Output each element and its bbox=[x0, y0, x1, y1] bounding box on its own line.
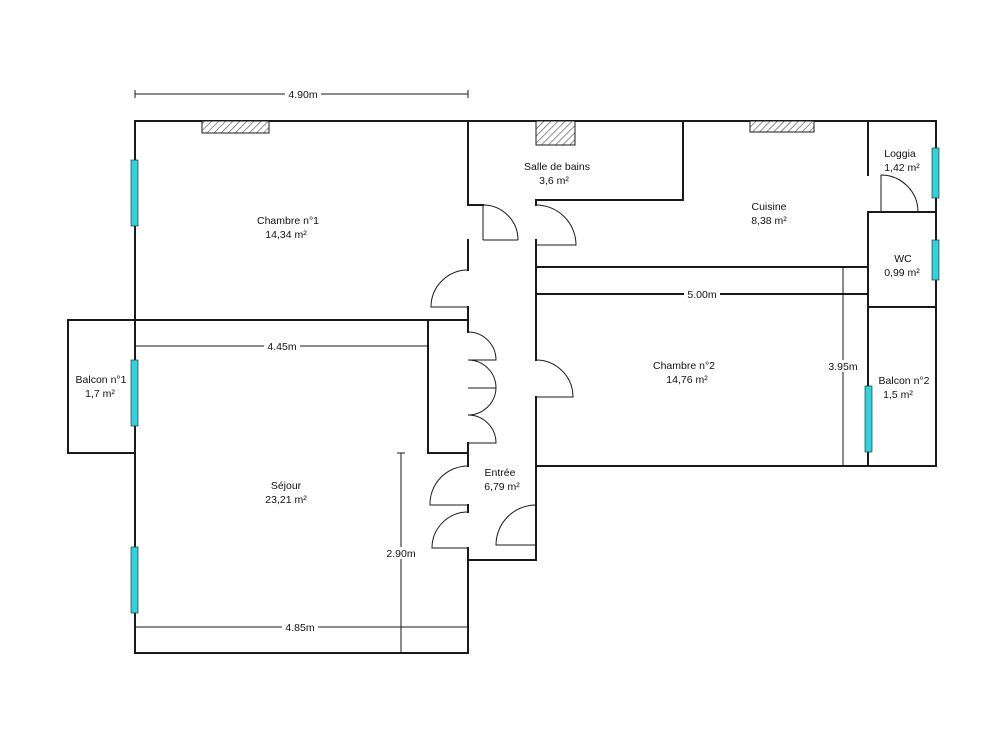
window bbox=[130, 359, 139, 427]
room-area: 14,34 m² bbox=[265, 229, 307, 241]
room-wc: WC 0,99 m² bbox=[884, 253, 920, 279]
room-sejour: Séjour 23,21 m² bbox=[265, 480, 307, 506]
window bbox=[864, 385, 873, 453]
window bbox=[931, 239, 940, 281]
ducts bbox=[201, 120, 815, 146]
room-name: WC bbox=[894, 253, 912, 265]
room-area: 23,21 m² bbox=[265, 494, 307, 506]
dimension-chambre2-depth: 3.95m bbox=[825, 267, 861, 466]
room-area: 14,76 m² bbox=[666, 374, 708, 386]
dimension-label: 4.90m bbox=[288, 89, 317, 101]
room-area: 8,38 m² bbox=[751, 215, 787, 227]
walls bbox=[67, 120, 937, 654]
dimension-top-width: 4.90m bbox=[134, 88, 469, 101]
room-area: 1,42 m² bbox=[884, 162, 920, 174]
room-salle-de-bains: Salle de bains 3,6 m² bbox=[524, 161, 590, 187]
room-area: 0,99 m² bbox=[884, 267, 920, 279]
room-name: Salle de bains bbox=[524, 161, 590, 173]
room-loggia: Loggia 1,42 m² bbox=[884, 148, 920, 174]
room-balcon2: Balcon n°2 1,5 m² bbox=[879, 375, 930, 401]
dimension-sejour-upper: 4.45m bbox=[135, 340, 428, 353]
room-balcon1: Balcon n°1 1,7 m² bbox=[76, 374, 127, 400]
room-name: Balcon n°2 bbox=[879, 375, 930, 387]
doors bbox=[429, 174, 919, 549]
dimension-label: 4.45m bbox=[267, 341, 296, 353]
window bbox=[130, 546, 139, 614]
windows bbox=[130, 147, 940, 614]
window bbox=[130, 159, 139, 227]
room-name: Entrée bbox=[485, 467, 516, 479]
dimension-label: 2.90m bbox=[386, 548, 415, 560]
dimension-label: 4.85m bbox=[285, 622, 314, 634]
window bbox=[931, 147, 940, 199]
room-area: 1,7 m² bbox=[85, 388, 115, 400]
dimension-sejour-depth: 2.90m bbox=[383, 452, 419, 653]
room-chambre2: Chambre n°2 14,76 m² bbox=[653, 360, 715, 386]
dimension-label: 3.95m bbox=[828, 361, 857, 373]
room-chambre1: Chambre n°1 14,34 m² bbox=[257, 215, 319, 241]
room-name: Séjour bbox=[271, 480, 302, 492]
dimension-label: 5.00m bbox=[687, 289, 716, 301]
room-name: Loggia bbox=[884, 148, 916, 160]
room-area: 6,79 m² bbox=[484, 481, 520, 493]
room-name: Cuisine bbox=[751, 201, 786, 213]
dimension-sejour-lower: 4.85m bbox=[135, 621, 468, 634]
room-area: 1,5 m² bbox=[883, 389, 913, 401]
room-cuisine: Cuisine 8,38 m² bbox=[751, 201, 787, 227]
room-name: Chambre n°1 bbox=[257, 215, 319, 227]
room-entree: Entrée 6,79 m² bbox=[484, 467, 520, 493]
dimension-chambre2-width: 5.00m bbox=[536, 288, 868, 301]
room-name: Chambre n°2 bbox=[653, 360, 715, 372]
room-name: Balcon n°1 bbox=[76, 374, 127, 386]
room-area: 3,6 m² bbox=[539, 175, 569, 187]
